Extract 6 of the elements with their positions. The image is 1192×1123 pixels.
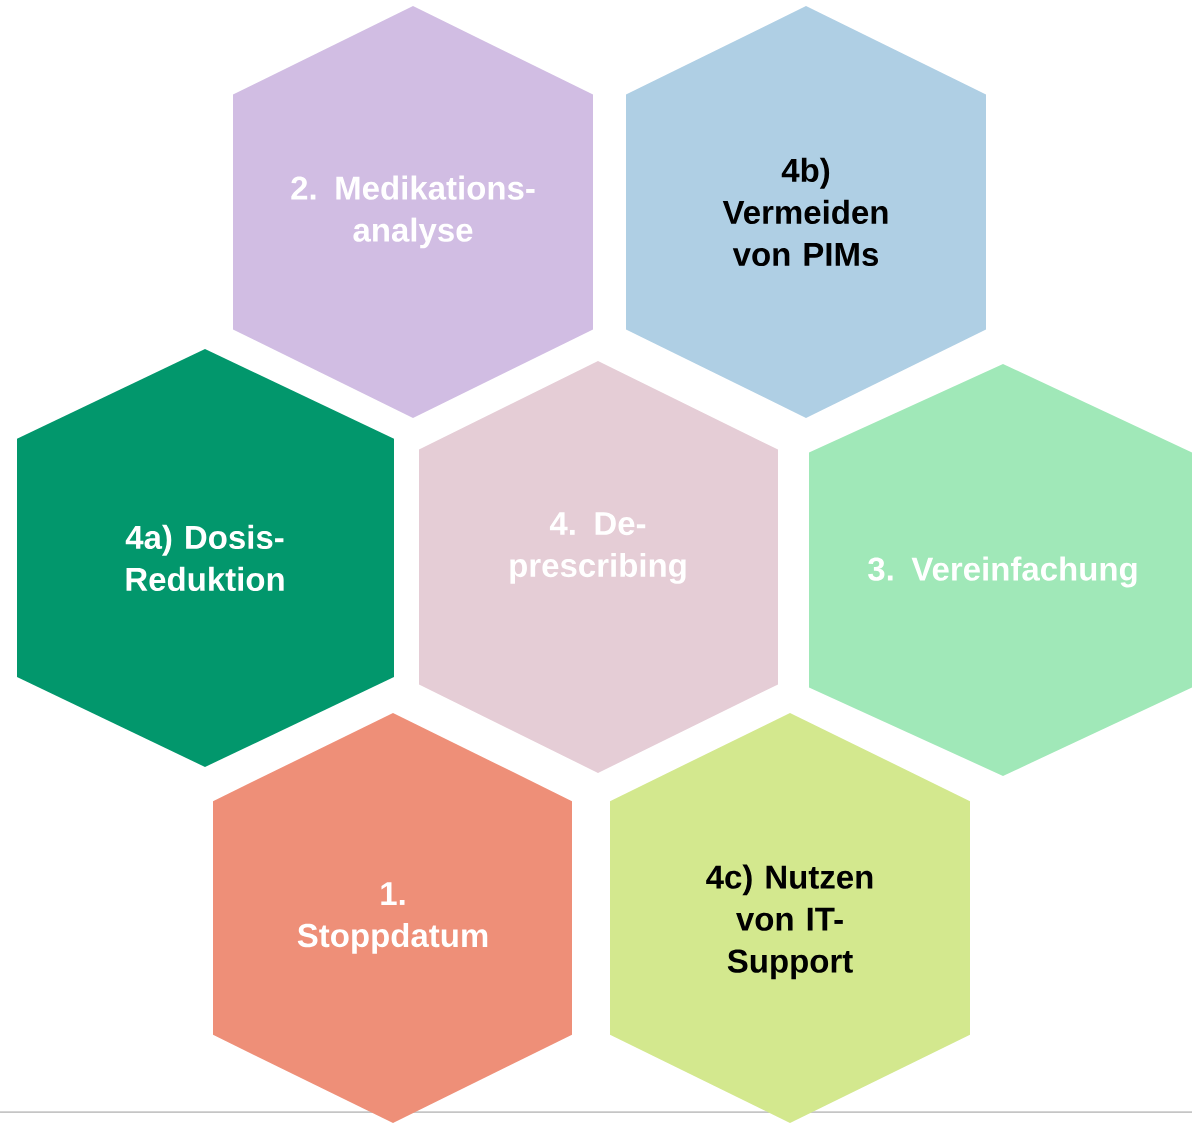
hexagon-box: 4a) Dosis- Reduktion — [17, 349, 394, 767]
hexagon-box: 4c) Nutzen von IT- Support — [610, 713, 970, 1123]
hexagon-box: 4b) Vermeiden von PIMs — [626, 6, 986, 418]
hexagon-box: 1. Stoppdatum — [213, 713, 572, 1123]
hexagon-box: 2. Medikations- analyse — [233, 6, 593, 418]
hexagon-box: 3. Vereinfachung — [809, 364, 1192, 776]
